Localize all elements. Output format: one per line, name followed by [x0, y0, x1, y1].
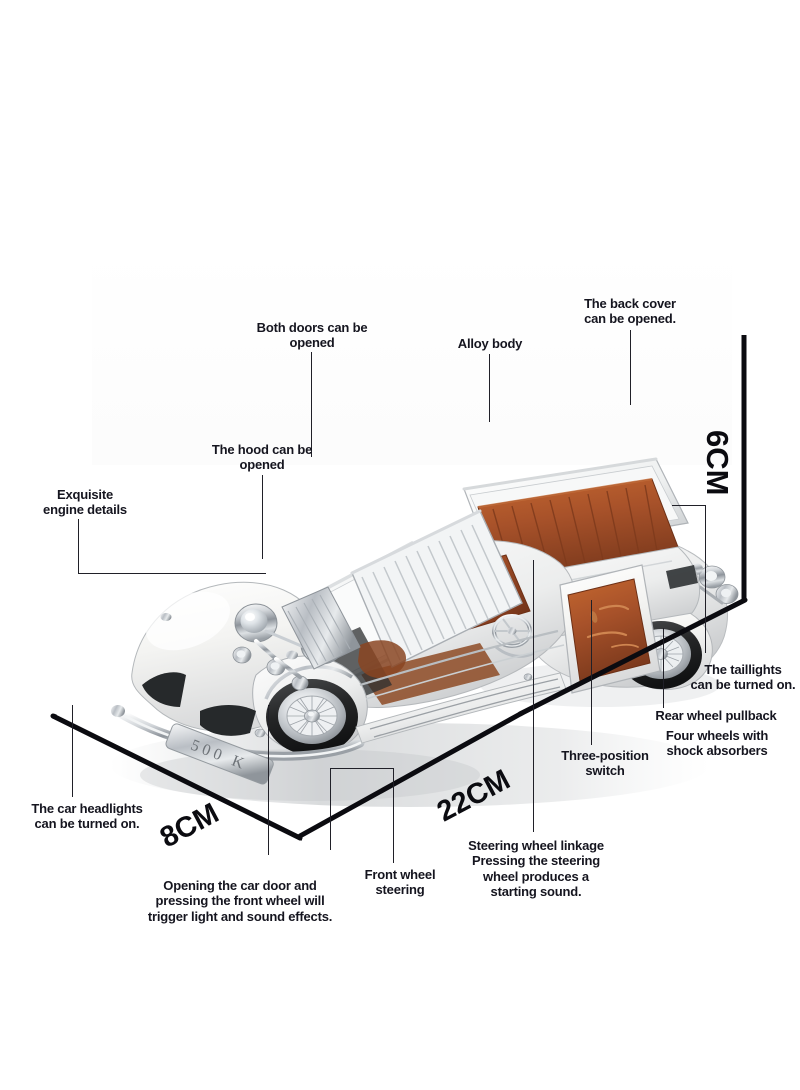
leader-front-steering-h [330, 768, 394, 770]
callout-door-trigger: Opening the car door and pressing the fr… [147, 878, 333, 924]
callout-three-position: Three-position switch [561, 748, 649, 779]
leader-taillights-v [705, 505, 707, 653]
leader-rear-pullback [663, 628, 665, 708]
callout-rear-pullback: Rear wheel pullback [655, 708, 777, 723]
callout-both-doors: Both doors can be opened [256, 320, 368, 351]
callout-headlights: The car headlights can be turned on. [31, 801, 143, 832]
callout-hood: The hood can be opened [211, 442, 313, 473]
leader-three-position [591, 600, 593, 745]
leader-engine-details-h [78, 573, 266, 575]
leader-steering-linkage [533, 560, 535, 832]
leader-both-doors [311, 352, 313, 457]
callout-taillights: The taillights can be turned on. [690, 662, 796, 693]
leader-alloy-body [489, 354, 491, 422]
leader-back-cover [630, 330, 632, 405]
leader-front-steering-v [393, 768, 395, 863]
leader-door-trigger-v [268, 705, 270, 855]
callout-back-cover: The back cover can be opened. [584, 296, 676, 327]
leader-headlights [72, 705, 74, 797]
callout-front-steering: Front wheel steering [364, 867, 436, 898]
callout-alloy-body: Alloy body [457, 336, 523, 351]
leader-engine-details-v [78, 519, 80, 574]
leader-taillights-h [672, 505, 706, 507]
leader-front-steering-v2 [330, 768, 332, 850]
callout-shock-absorbers: Four wheels with shock absorbers [665, 728, 769, 759]
callout-steering-linkage: Steering wheel linkage Pressing the stee… [468, 838, 604, 899]
leader-hood [262, 475, 264, 559]
dimension-height-label: 6CM [700, 430, 735, 496]
leader-door-trigger-h [268, 705, 270, 707]
callout-engine-details: Exquisite engine details [43, 487, 127, 518]
